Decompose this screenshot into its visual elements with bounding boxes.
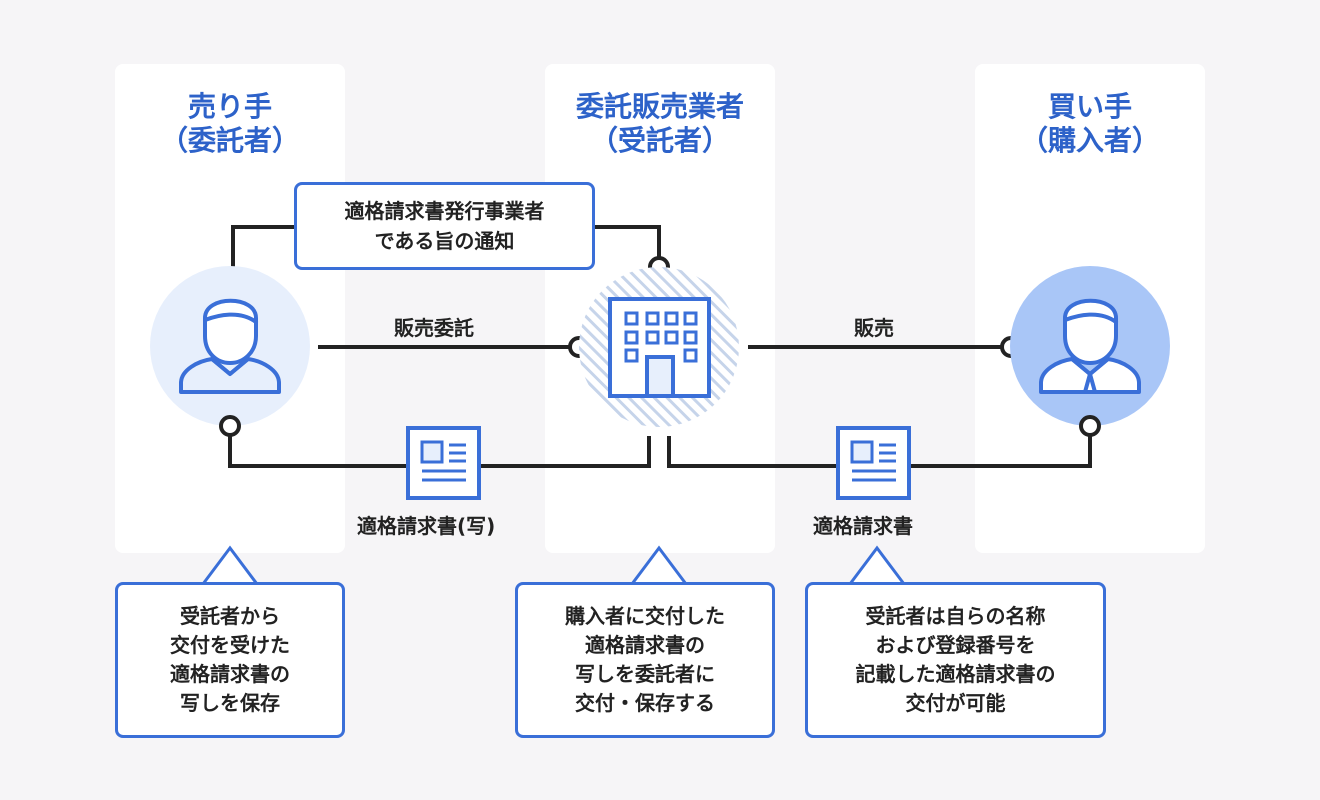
seller-endpoint xyxy=(219,415,241,437)
buyer-callout: 受託者は自らの名称 および登録番号を 記載した適格請求書の 交付が可能 xyxy=(805,582,1106,738)
notice-connector xyxy=(231,225,661,278)
callout-pointers xyxy=(201,545,906,585)
agent-callout: 購入者に交付した 適格請求書の 写しを委託者に 交付・保存する xyxy=(515,582,775,738)
buyer-endpoint xyxy=(1079,415,1101,437)
invoice-copy-label: 適格請求書(写) xyxy=(357,514,496,538)
notice-line1: 適格請求書発行事業者 xyxy=(344,199,545,223)
building-icon xyxy=(608,297,711,398)
buyer-title: 買い手 （購入者） xyxy=(1019,90,1160,157)
document-icon xyxy=(406,426,481,500)
seller-callout: 受託者から 交付を受けた 適格請求書の 写しを保存 xyxy=(115,582,345,738)
seller-title: 売り手 （委託者） xyxy=(159,90,300,157)
invoice-label: 適格請求書 xyxy=(813,514,913,538)
notice-box: 適格請求書発行事業者 である旨の通知 xyxy=(294,182,595,270)
sale-label: 販売 xyxy=(854,316,894,340)
consign-label: 販売委託 xyxy=(394,316,474,340)
document-icon xyxy=(836,426,911,500)
person-icon xyxy=(1039,298,1141,394)
person-icon xyxy=(179,298,281,394)
seller-person xyxy=(150,266,310,426)
agent-title: 委託販売業者 （受託者） xyxy=(575,90,744,157)
notice-line2: である旨の通知 xyxy=(374,229,515,253)
agent-building xyxy=(579,267,739,427)
buyer-person xyxy=(1010,266,1170,426)
agent-column: 委託販売業者 （受託者） xyxy=(545,64,775,553)
